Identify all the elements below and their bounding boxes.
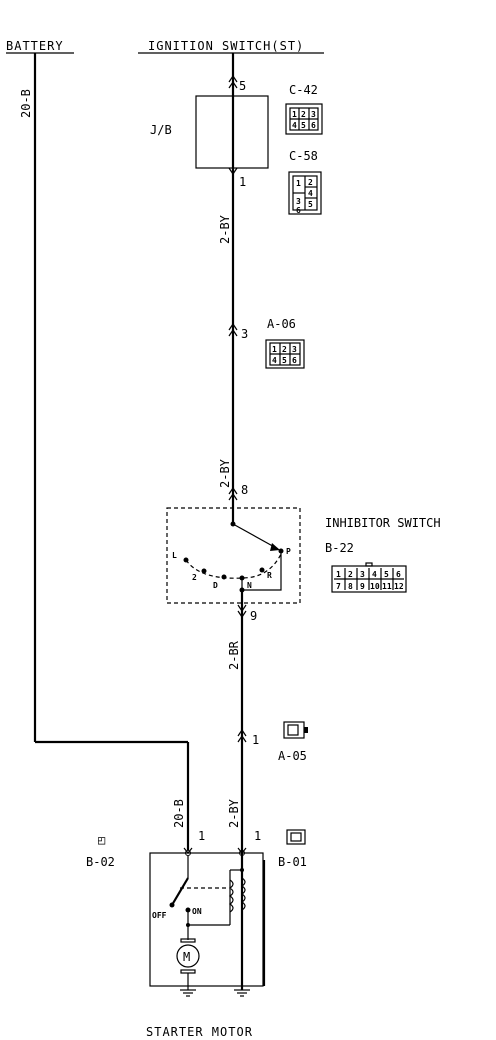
a06-connector-icon: 1 2 3 4 5 6 [265, 339, 305, 369]
svg-text:11: 11 [382, 582, 392, 591]
svg-text:1: 1 [336, 570, 341, 579]
by-wire-mid-label: 2-BY [218, 458, 232, 488]
ground-icon-left [180, 985, 196, 997]
battery-label: BATTERY [6, 39, 64, 53]
b02-pin: 1 [198, 829, 205, 843]
svg-text:6: 6 [292, 356, 297, 365]
inhibitor-switch-box [166, 507, 301, 604]
off-label: OFF [152, 911, 167, 920]
svg-text:2: 2 [282, 345, 287, 354]
b22-connector-icon: 1 2 3 4 5 6 7 8 9 10 11 12 [331, 562, 407, 593]
svg-text:4: 4 [308, 189, 313, 198]
position-d: D [213, 581, 218, 590]
motor-icon [176, 944, 200, 968]
svg-text:9: 9 [360, 582, 365, 591]
position-p: P [286, 547, 291, 556]
svg-text:7: 7 [336, 582, 341, 591]
a06-pin: 3 [241, 327, 248, 341]
svg-text:3: 3 [311, 110, 316, 119]
b02-id: B-02 [86, 855, 115, 869]
inhibitor-pin-in: 8 [241, 483, 248, 497]
b01-pin: 1 [254, 829, 261, 843]
b01-connector-icon [286, 829, 306, 845]
svg-text:1: 1 [272, 345, 277, 354]
jb-pin-out: 1 [239, 175, 246, 189]
a05-id: A-05 [278, 749, 307, 763]
svg-text:5: 5 [301, 121, 306, 130]
svg-text:12: 12 [394, 582, 404, 591]
motor-symbol: M [183, 950, 190, 964]
svg-text:1: 1 [296, 179, 301, 188]
battery-wire-lower-label: 20-B [172, 799, 186, 828]
svg-text:3: 3 [360, 570, 365, 579]
battery-wire-label: 20-B [19, 89, 33, 118]
svg-text:8: 8 [348, 582, 353, 591]
svg-text:3: 3 [292, 345, 297, 354]
c58-connector-icon: 1 2 3 4 5 6 [288, 171, 322, 215]
c58-id: C-58 [289, 149, 318, 163]
br-wire-label: 2-BR [227, 640, 241, 670]
position-n: N [247, 581, 252, 590]
ignition-switch-label: IGNITION SWITCH(ST) [148, 39, 304, 53]
ground-icon-right [234, 989, 250, 997]
svg-text:5: 5 [384, 570, 389, 579]
position-l: L [172, 551, 177, 560]
c42-connector-icon: 1 2 3 4 5 6 [285, 103, 323, 135]
starter-motor-box [149, 852, 264, 987]
starter-motor-label: STARTER MOTOR [146, 1025, 253, 1039]
inhibitor-pin-out: 9 [250, 609, 257, 623]
svg-text:2: 2 [308, 178, 313, 187]
inhibitor-switch-label: INHIBITOR SWITCH [325, 516, 441, 530]
svg-text:1: 1 [292, 110, 297, 119]
svg-text:2: 2 [301, 110, 306, 119]
on-label: ON [192, 907, 202, 916]
a05-pin: 1 [252, 733, 259, 747]
c42-id: C-42 [289, 83, 318, 97]
svg-text:4: 4 [292, 121, 297, 130]
jb-pin-in: 5 [239, 79, 246, 93]
svg-text:6: 6 [296, 206, 301, 215]
b22-id: B-22 [325, 541, 354, 555]
position-r: R [267, 571, 272, 580]
by-wire-upper-label: 2-BY [218, 214, 232, 244]
svg-text:3: 3 [296, 197, 301, 206]
a06-id: A-06 [267, 317, 296, 331]
junction-block [195, 95, 269, 169]
jb-label: J/B [150, 123, 172, 137]
svg-text:6: 6 [396, 570, 401, 579]
a05-connector-icon [283, 721, 308, 739]
svg-text:2: 2 [348, 570, 353, 579]
by-wire-lower-label: 2-BY [227, 798, 241, 828]
svg-text:10: 10 [370, 582, 380, 591]
svg-text:6: 6 [311, 121, 316, 130]
svg-text:4: 4 [272, 356, 277, 365]
position-2: 2 [192, 573, 197, 582]
b02-icon-glyph: ◰ [98, 833, 106, 847]
svg-text:5: 5 [308, 200, 313, 209]
svg-text:5: 5 [282, 356, 287, 365]
b01-id: B-01 [278, 855, 307, 869]
svg-text:4: 4 [372, 570, 377, 579]
